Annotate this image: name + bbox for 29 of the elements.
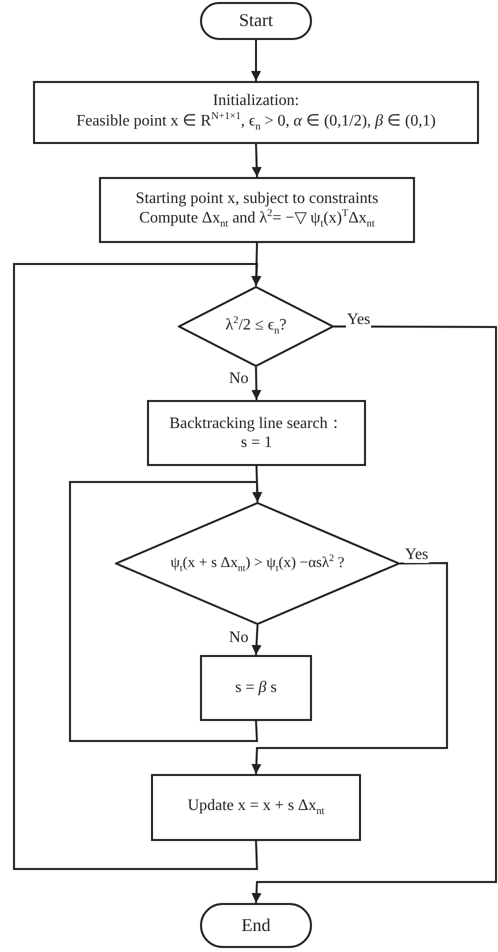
node-text: Start: [239, 10, 273, 32]
arrow: [251, 40, 261, 81]
edge-label: Yes: [404, 547, 430, 563]
arrow: [69, 481, 262, 742]
process-box: [99, 177, 415, 243]
arrow: [252, 624, 262, 656]
node-text: Initialization:: [212, 91, 300, 111]
process-box: [200, 655, 312, 721]
terminal-shape: [200, 903, 312, 948]
process-box: [147, 400, 366, 466]
arrow: [251, 326, 497, 904]
terminal-shape: [200, 2, 312, 40]
process-box: [33, 81, 479, 144]
process-box: [151, 774, 361, 841]
node-text: ψ$_{t}$(x + s Δx$_{nt}$) > ψ$_{t}$(x) −αsλ$^{2}$ ?: [170, 552, 344, 574]
node-text: λ$^{2}$/2 ≤ ϵ$_{n}$?: [226, 315, 286, 338]
node-text: End: [242, 914, 270, 936]
node-text: Compute Δx$_{nt}$ and λ$^{2}$= −▽ ψ$_{t}$(x)$^{T}$Δx$_{nt}$: [139, 208, 375, 232]
arrow: [251, 366, 262, 400]
node-text: Starting point x, subject to constraints: [136, 188, 378, 208]
arrow: [13, 263, 262, 870]
arrow: [251, 562, 448, 774]
node-text: Update x = x + s Δx$_{nt}$: [188, 796, 324, 819]
node-text: s = 1: [240, 433, 272, 452]
arrow: [252, 144, 262, 178]
edge-label: Yes: [346, 312, 372, 328]
node-text: s = β s: [235, 678, 277, 698]
node-text: Feasible point x ∈ R$^{N+1×1}$, ϵ$_{n}$ > 0, α ∈ (0,1/2), β ∈ (0,1): [76, 110, 436, 134]
node-text: Backtracking line search：: [169, 414, 344, 433]
